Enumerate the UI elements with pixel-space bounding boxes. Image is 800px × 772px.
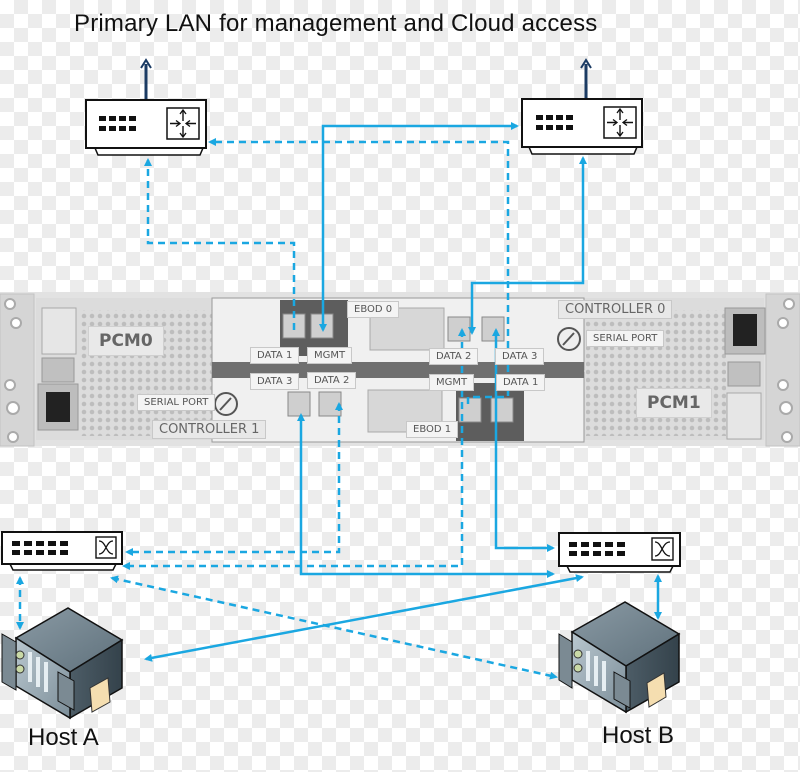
diagram-title: Primary LAN for management and Cloud acc… xyxy=(74,10,598,37)
serial-port-0-label: SERIAL PORT xyxy=(586,330,665,347)
power-switch[interactable] xyxy=(727,361,761,387)
router-icon xyxy=(166,107,200,140)
rack-holes xyxy=(4,298,795,443)
link-controller-1-mgmt-to-router-right xyxy=(319,122,519,332)
port-label-mgmt: MGMT xyxy=(307,347,353,364)
port-icons xyxy=(569,542,625,556)
storage-chassis xyxy=(0,292,800,447)
controller-1-label: CONTROLLER 1 xyxy=(152,420,267,439)
host-b-server[interactable] xyxy=(558,601,681,714)
controller-0-label: CONTROLLER 0 xyxy=(558,300,673,319)
port-icons xyxy=(536,115,573,130)
power-switch[interactable] xyxy=(41,357,75,383)
port-label-data3: DATA 3 xyxy=(250,373,300,390)
ebod-1-label: EBOD 1 xyxy=(406,421,459,438)
link-controller-0-data3-to-router-right xyxy=(468,156,587,335)
switch-icon xyxy=(95,536,117,559)
port-icons xyxy=(99,116,136,131)
port-label-data2: DATA 2 xyxy=(429,348,479,365)
router-icon xyxy=(603,106,637,139)
status-leds xyxy=(726,392,762,440)
router-left[interactable] xyxy=(85,58,207,156)
link-switch-left-to-host-b xyxy=(110,575,558,680)
link-controller-0-data2-to-switch-left xyxy=(122,328,466,570)
pcm1-label: PCM1 xyxy=(636,388,712,418)
router-right[interactable] xyxy=(521,58,643,155)
server-icon xyxy=(558,601,681,714)
port-label-data1: DATA 1 xyxy=(496,374,546,391)
link-switch-right-to-host-a xyxy=(144,574,584,662)
switch-left[interactable] xyxy=(1,531,123,571)
link-controller-0-data3-to-switch-right xyxy=(492,328,555,552)
links xyxy=(16,122,662,680)
wrench-icon xyxy=(214,392,238,416)
status-leds xyxy=(41,307,77,355)
port-label-data1: DATA 1 xyxy=(250,347,300,364)
port-label-mgmt: MGMT xyxy=(429,374,475,391)
port-icons xyxy=(12,541,68,555)
switch-right[interactable] xyxy=(558,532,681,573)
serial-port-1-label: SERIAL PORT xyxy=(137,394,216,411)
switch-icon xyxy=(651,537,674,561)
port-label-data3: DATA 3 xyxy=(495,348,545,365)
server-icon xyxy=(1,607,124,720)
port-label-data2: DATA 2 xyxy=(307,372,357,389)
ebod-0-label: EBOD 0 xyxy=(347,301,400,318)
host-a-label: Host A xyxy=(28,724,99,751)
link-controller-0-mgmt-to-router-left xyxy=(208,138,510,404)
pcm0-label: PCM0 xyxy=(88,326,164,356)
link-controller-1-data1-to-router-left xyxy=(144,158,296,330)
host-b-label: Host B xyxy=(602,722,675,749)
wrench-icon xyxy=(557,327,581,351)
host-a-server[interactable] xyxy=(1,607,124,720)
